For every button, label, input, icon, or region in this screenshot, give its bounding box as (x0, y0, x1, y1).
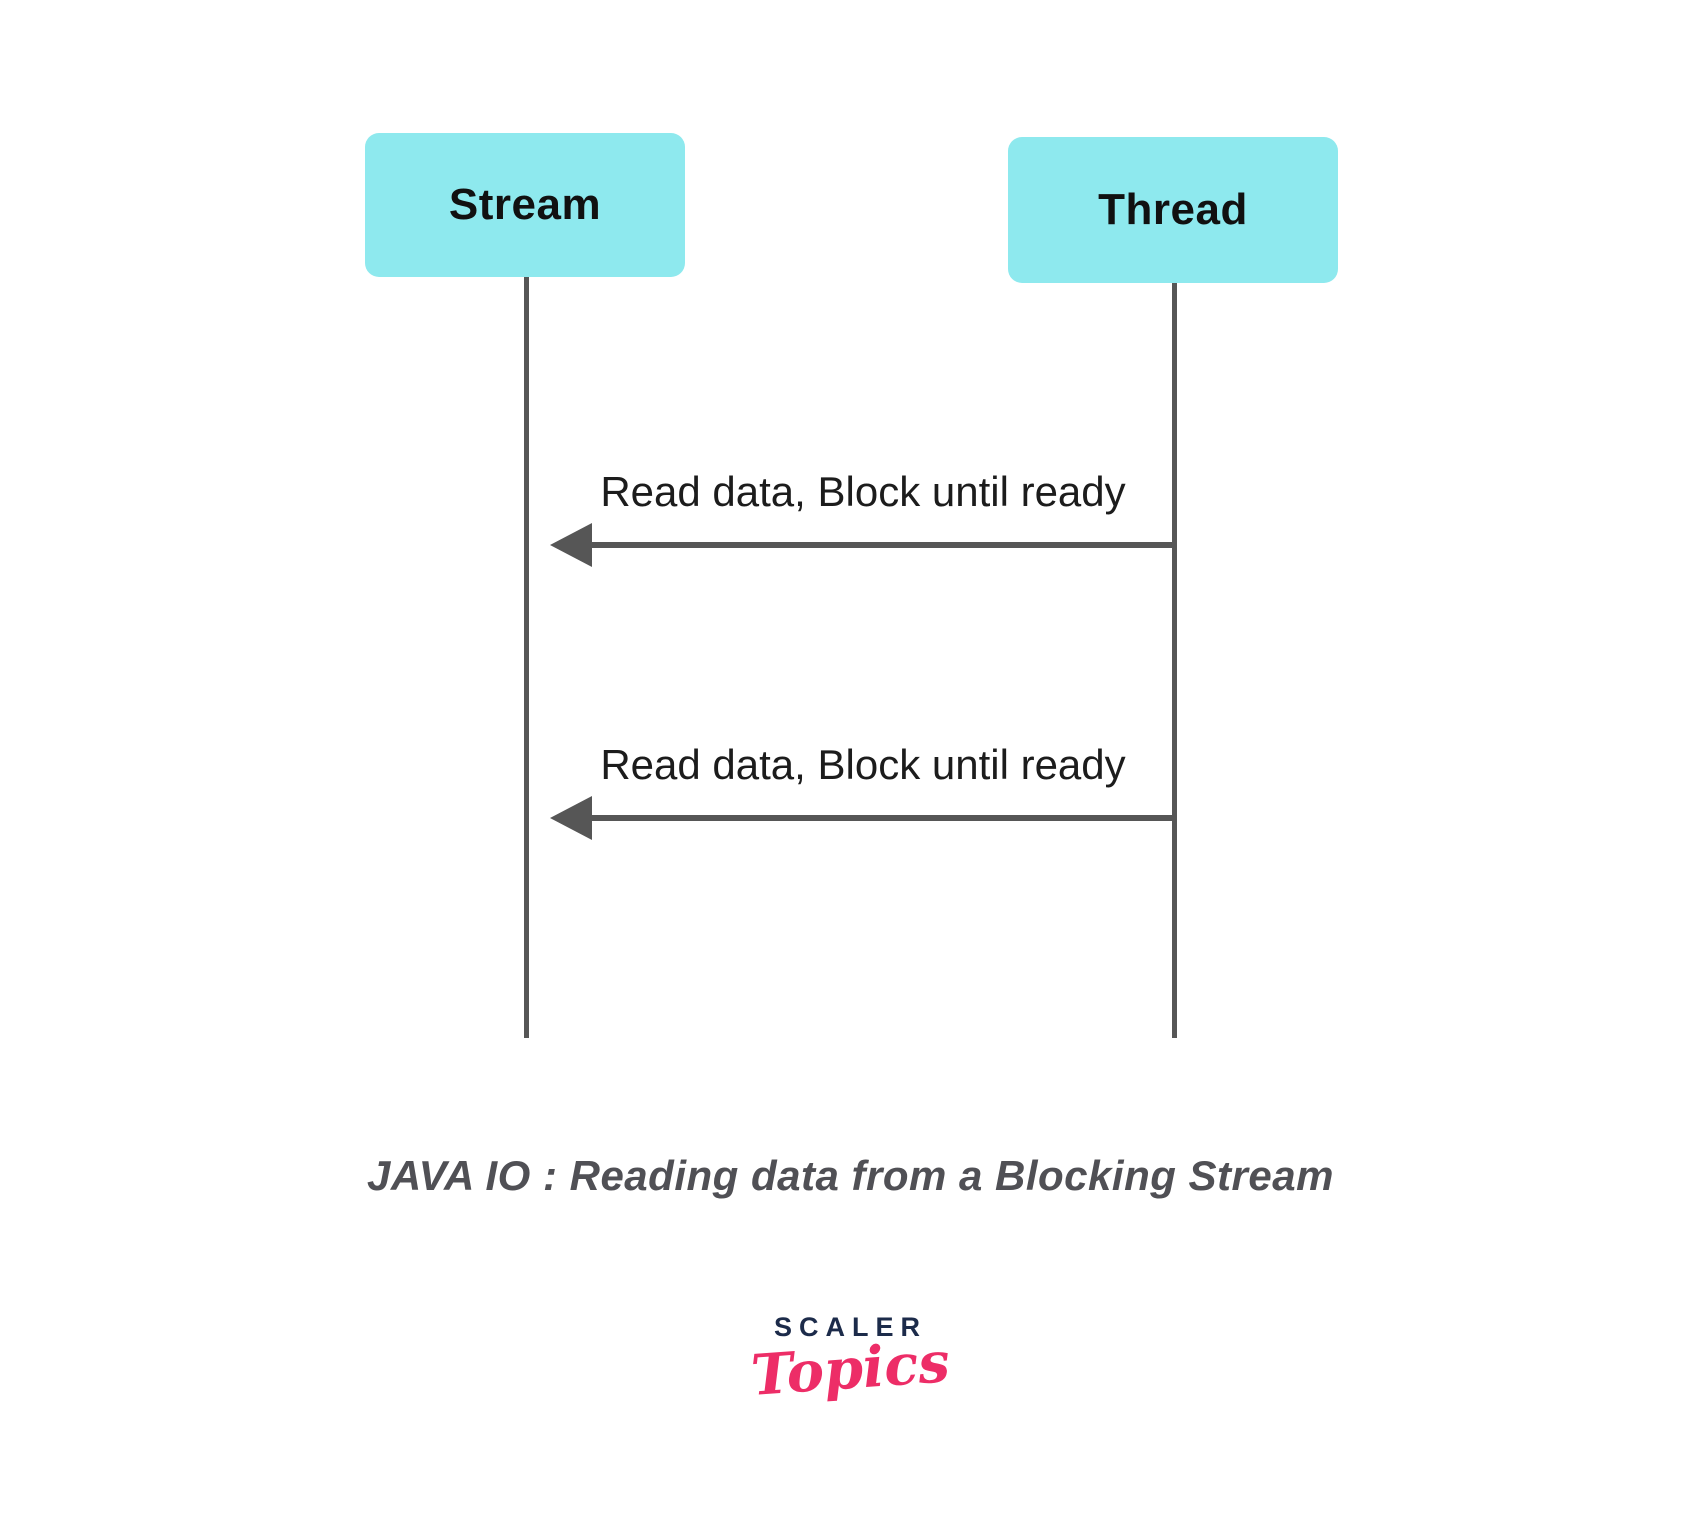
actor-label-stream: Stream (448, 180, 602, 229)
logo-primary-text: SCALER (773, 1312, 927, 1342)
actor-box-thread: Thread (1008, 137, 1338, 283)
scaler-topics-logo: SCALER Topics (0, 1312, 1701, 1409)
actor-box-stream: Stream (365, 133, 685, 277)
message-2-arrowhead-left-icon (550, 796, 592, 840)
message-1-arrowhead-left-icon (550, 523, 592, 567)
message-1-arrow-line (590, 542, 1174, 548)
message-2-arrow-line (590, 815, 1174, 821)
diagram-caption: JAVA IO : Reading data from a Blocking S… (367, 1152, 1334, 1199)
lifeline-stream (524, 277, 529, 1038)
message-1-label: Read data, Block until ready (600, 468, 1126, 515)
actor-label-thread: Thread (1098, 185, 1248, 234)
lifeline-thread (1172, 283, 1177, 1038)
logo-secondary-text: Topics (749, 1329, 952, 1409)
message-2-label: Read data, Block until ready (600, 741, 1126, 788)
